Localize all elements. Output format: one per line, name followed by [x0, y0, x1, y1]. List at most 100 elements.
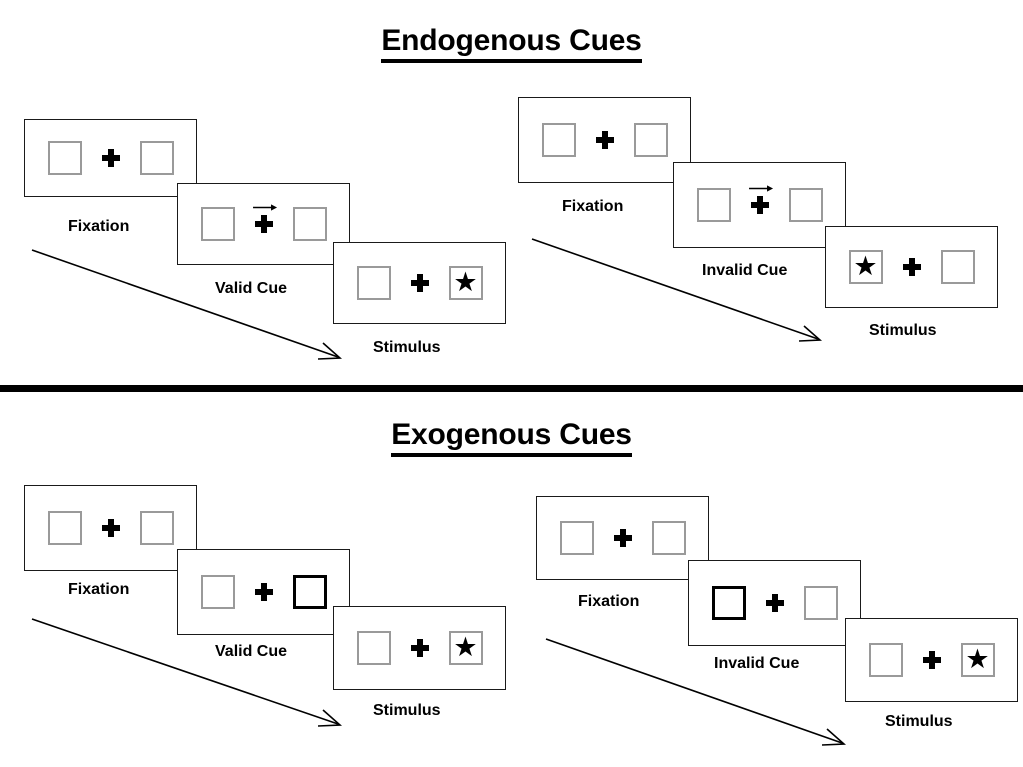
- frame-content: ★: [334, 607, 505, 689]
- stage-label-exogenous-invalid-stimulus: Stimulus: [885, 713, 953, 730]
- frame-content: ★: [826, 227, 997, 307]
- section-title-endogenous: Endogenous Cues: [0, 24, 1023, 63]
- left-box: [356, 266, 391, 300]
- right-box: ★: [960, 643, 995, 677]
- center-cell: [760, 584, 790, 622]
- stimulus-row: [696, 184, 823, 224]
- fixation-cross-icon: [765, 594, 784, 612]
- center-cell: [249, 573, 279, 611]
- stage-label-endogenous-invalid-stimulus: Stimulus: [869, 322, 937, 339]
- fixation-cross-icon: [922, 651, 941, 669]
- center-cell: [96, 509, 126, 547]
- left-box-cued: [711, 586, 746, 620]
- frame-endogenous-valid-stimulus[interactable]: ★: [333, 242, 506, 324]
- stage-label-endogenous-valid-stimulus: Stimulus: [373, 339, 441, 356]
- frame-exogenous-valid-stimulus[interactable]: ★: [333, 606, 506, 690]
- frame-content: [519, 98, 690, 182]
- fixation-cross-icon: [101, 149, 120, 167]
- stimulus-row: ★: [868, 641, 995, 679]
- stimulus-row: [47, 139, 174, 177]
- frame-content: [537, 497, 708, 579]
- stimulus-row: ★: [356, 264, 483, 302]
- fixation-cross-icon: [613, 529, 632, 547]
- stage-label-exogenous-invalid-fixation: Fixation: [578, 593, 640, 610]
- center-cell: [405, 264, 435, 302]
- right-box: [139, 141, 174, 175]
- stage-label-endogenous-invalid-cue: Invalid Cue: [702, 262, 788, 279]
- right-box: [788, 188, 823, 222]
- left-box: [200, 575, 235, 609]
- section-divider: [0, 385, 1023, 392]
- star-icon: ★: [453, 631, 478, 662]
- left-box: [541, 123, 576, 157]
- flow-arrow-endogenous-invalid: [530, 237, 830, 345]
- stage-label-exogenous-valid-stimulus: Stimulus: [373, 702, 441, 719]
- right-box: ★: [448, 266, 483, 300]
- stimulus-row: [541, 121, 668, 159]
- stage-label-exogenous-invalid-cue: Invalid Cue: [714, 655, 800, 672]
- star-icon: ★: [965, 643, 990, 674]
- left-box: [47, 141, 82, 175]
- flow-arrow-exogenous-invalid: [544, 637, 854, 749]
- left-box: [356, 631, 391, 665]
- center-cell: [897, 248, 927, 286]
- frame-exogenous-invalid-fixation[interactable]: [536, 496, 709, 580]
- stage-label-exogenous-valid-fixation: Fixation: [68, 581, 130, 598]
- frame-exogenous-invalid-stimulus[interactable]: ★: [845, 618, 1018, 702]
- stimulus-row: [711, 584, 838, 622]
- frame-content: [674, 163, 845, 247]
- center-cell: [608, 519, 638, 557]
- frame-content: ★: [334, 243, 505, 323]
- flow-arrow-endogenous-valid: [30, 248, 350, 363]
- center-cell: [745, 184, 775, 224]
- frame-exogenous-valid-fixation[interactable]: [24, 485, 197, 571]
- right-box: ★: [448, 631, 483, 665]
- fixation-cross-icon: [254, 215, 273, 233]
- center-cell: [590, 121, 620, 159]
- center-cell: [917, 641, 947, 679]
- right-box-cued: [292, 575, 327, 609]
- section-title-exogenous-text: Exogenous Cues: [391, 418, 632, 457]
- stage-label-endogenous-valid-fixation: Fixation: [68, 218, 130, 235]
- left-box: ★: [848, 250, 883, 284]
- fixation-cross-icon: [595, 131, 614, 149]
- stimulus-row: [559, 519, 686, 557]
- stimulus-row: [200, 573, 327, 611]
- right-box: [139, 511, 174, 545]
- star-icon: ★: [853, 250, 878, 281]
- frame-content: ★: [846, 619, 1017, 701]
- right-box: [803, 586, 838, 620]
- frame-endogenous-invalid-fixation[interactable]: [518, 97, 691, 183]
- stage-label-endogenous-valid-cue: Valid Cue: [215, 280, 288, 297]
- frame-endogenous-invalid-stimulus[interactable]: ★: [825, 226, 998, 308]
- frame-endogenous-valid-fixation[interactable]: [24, 119, 197, 197]
- stimulus-row: ★: [848, 248, 975, 286]
- center-cell: [249, 204, 279, 243]
- fixation-cross-icon: [750, 196, 769, 214]
- stimulus-row: ★: [356, 629, 483, 667]
- stimulus-row: [200, 204, 327, 243]
- stage-label-endogenous-invalid-fixation: Fixation: [562, 198, 624, 215]
- frame-endogenous-invalid-cue[interactable]: [673, 162, 846, 248]
- right-box: [651, 521, 686, 555]
- arrow-right-icon: [748, 184, 774, 193]
- center-cell: [96, 139, 126, 177]
- fixation-cross-icon: [410, 274, 429, 292]
- stage-label-exogenous-valid-cue: Valid Cue: [215, 643, 288, 660]
- left-box: [47, 511, 82, 545]
- left-box: [559, 521, 594, 555]
- frame-exogenous-valid-cue[interactable]: [177, 549, 350, 635]
- frame-content: [25, 120, 196, 196]
- right-box: [940, 250, 975, 284]
- right-box: [292, 207, 327, 241]
- fixation-cross-icon: [254, 583, 273, 601]
- fixation-cross-icon: [101, 519, 120, 537]
- frame-endogenous-valid-cue[interactable]: [177, 183, 350, 265]
- frame-content: [689, 561, 860, 645]
- fixation-cross-icon: [410, 639, 429, 657]
- right-box: [633, 123, 668, 157]
- frame-exogenous-invalid-cue[interactable]: [688, 560, 861, 646]
- stimulus-row: [47, 509, 174, 547]
- frame-content: [178, 184, 349, 264]
